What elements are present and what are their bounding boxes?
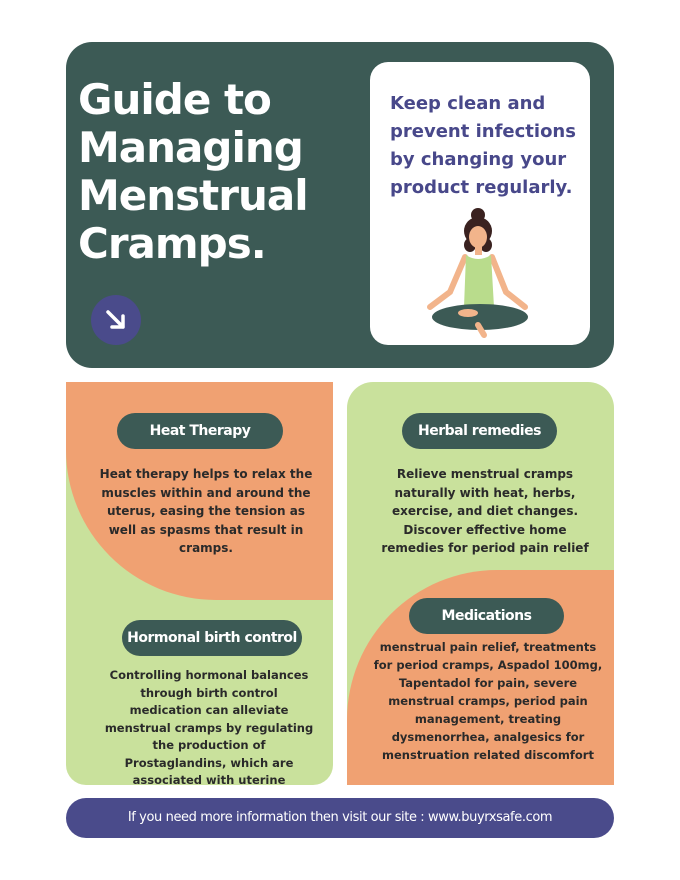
- medications-text: menstrual pain relief, treatments for pe…: [373, 640, 603, 762]
- arrow-down-right-icon: [106, 310, 125, 329]
- heat-therapy-text: Heat therapy helps to relax the muscles …: [99, 467, 313, 555]
- yoga-woman-illustration: [427, 208, 528, 338]
- tip-card: Keep clean and prevent infections by cha…: [370, 62, 590, 345]
- herbal-remedies-text: Relieve menstrual cramps naturally with …: [381, 467, 589, 555]
- hero-banner: Guide to Managing Menstrual Cramps. Keep…: [66, 42, 614, 368]
- hormonal-birth-control-text: Controlling hormonal balances through bi…: [104, 668, 314, 785]
- tip-text: Keep clean and prevent infections by cha…: [390, 93, 576, 198]
- arrow-down-right-button[interactable]: [91, 295, 141, 345]
- hormonal-birth-control-label: Hormonal birth control: [122, 620, 302, 656]
- heat-therapy-label: Heat Therapy: [117, 413, 283, 449]
- medications-label: Medications: [409, 598, 564, 634]
- footer-banner[interactable]: If you need more information then visit …: [66, 798, 614, 838]
- right-panel: Herbal remedies Relieve menstrual cramps…: [347, 382, 614, 785]
- page-title: Guide to Managing Menstrual Cramps.: [78, 75, 309, 268]
- left-panel: Heat Therapy Heat therapy helps to relax…: [66, 382, 333, 785]
- herbal-remedies-label: Herbal remedies: [402, 413, 557, 449]
